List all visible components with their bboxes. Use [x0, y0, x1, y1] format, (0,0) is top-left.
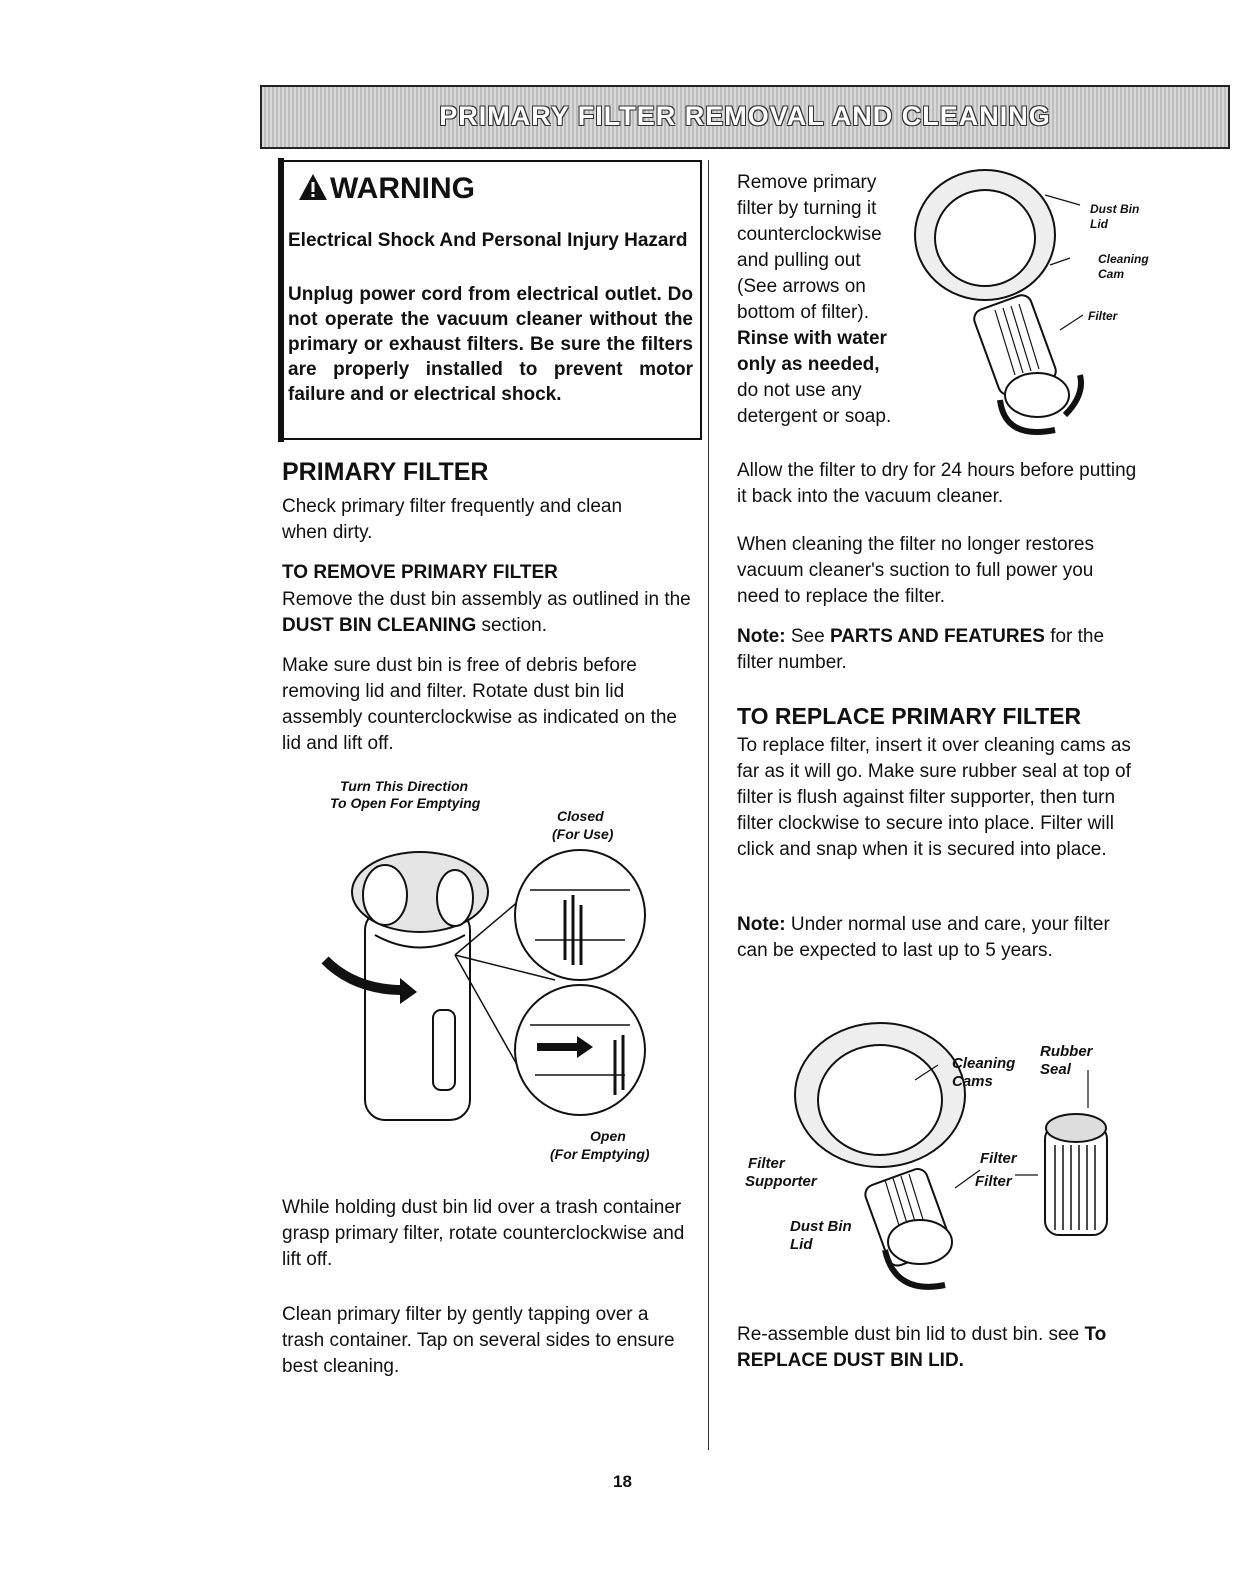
section-banner: PRIMARY FILTER REMOVAL AND CLEANING — [260, 85, 1230, 149]
lifespan-note-paragraph: Note: Under normal use and care, your fi… — [737, 912, 1137, 964]
warning-box: WARNING Electrical Shock And Personal In… — [278, 158, 702, 442]
clean-filter-paragraph: Clean primary filter by gently tapping o… — [282, 1304, 675, 1377]
parts-note-paragraph: Note: See PARTS AND FEATURES for the fil… — [737, 624, 1137, 676]
warning-subtitle: Electrical Shock And Personal Injury Haz… — [288, 230, 688, 251]
hold-lid-paragraph: While holding dust bin lid over a trash … — [282, 1197, 685, 1270]
replace-note-paragraph: When cleaning the filter no longer resto… — [737, 534, 1094, 607]
text-run: do not use any detergent or soap. — [737, 380, 892, 427]
rinse-emphasis: Rinse with water only as needed, — [737, 328, 887, 375]
replace-filter-heading: TO REPLACE PRIMARY FILTER — [737, 703, 1082, 729]
text-run: Re-assemble dust bin lid to dust bin. se… — [737, 1324, 1085, 1345]
section-title: PRIMARY FILTER REMOVAL AND CLEANING — [439, 101, 1051, 131]
dust-bin-lid-label-2: Lid — [790, 1236, 813, 1253]
closed-sub-caption: (For Use) — [552, 826, 614, 842]
dust-bin-label: Dust Bin — [1090, 202, 1140, 216]
primary-filter-heading: PRIMARY FILTER — [282, 458, 489, 486]
dust-bin-lid-label-1: Dust Bin — [790, 1218, 852, 1235]
parts-features-ref: PARTS AND FEATURES — [829, 626, 1045, 647]
dry-filter-paragraph: Allow the filter to dry for 24 hours bef… — [737, 460, 1137, 507]
cam-label: Cam — [1098, 267, 1125, 281]
text-run: Remove the dust bin assembly as outlined… — [282, 589, 691, 610]
remove-filter-heading: TO REMOVE PRIMARY FILTER — [282, 562, 558, 583]
warning-body: Unplug power cord from electrical outlet… — [288, 284, 693, 405]
primary-filter-intro: Check primary filter frequently and clea… — [282, 496, 623, 543]
filter-label-right: Filter — [980, 1150, 1017, 1167]
filter-removal-illustration — [914, 169, 1084, 435]
text-run: for the filter number. — [737, 626, 1105, 673]
filter-supporter-label-2: Supporter — [745, 1173, 817, 1190]
remove-filter-paragraph-2: Make sure dust bin is free of debris bef… — [282, 655, 677, 754]
cleaning-label: Cleaning — [1098, 252, 1149, 266]
closed-caption: Closed — [557, 808, 604, 824]
dust-bin-rotation-illustration — [321, 849, 646, 1121]
dust-bin-cleaning-ref: DUST BIN CLEANING — [282, 615, 477, 636]
rubber-seal-label-2: Seal — [1040, 1061, 1071, 1078]
filter-label-far: Filter — [975, 1173, 1012, 1190]
warning-heading-text: WARNING — [330, 172, 475, 205]
text-run: See — [785, 626, 830, 647]
column-divider — [708, 160, 709, 1450]
cleaning-cams-label-2: Cams — [952, 1073, 993, 1090]
reassemble-paragraph: Re-assemble dust bin lid to dust bin. se… — [737, 1322, 1137, 1374]
filter-label: Filter — [1088, 309, 1118, 323]
warning-heading: WARNING — [298, 172, 475, 206]
note-label: Note: — [737, 626, 786, 647]
note-label: Note: — [737, 914, 786, 935]
filter-replacement-illustration — [794, 1022, 1108, 1290]
text-run: section. — [476, 615, 548, 636]
page-number: 18 — [613, 1472, 632, 1491]
rubber-seal-label-1: Rubber — [1040, 1043, 1093, 1060]
open-caption: Open — [590, 1128, 626, 1144]
lid-label: Lid — [1090, 217, 1108, 231]
turn-direction-caption-1: Turn This Direction — [340, 778, 469, 794]
filter-supporter-label-1: Filter — [748, 1155, 785, 1172]
text-run: Remove primary filter by turning it coun… — [737, 172, 882, 323]
turn-direction-caption-2: To Open For Emptying — [330, 795, 481, 811]
text-run: Under normal use and care, your filter c… — [737, 914, 1110, 961]
cleaning-cams-label-1: Cleaning — [952, 1055, 1016, 1072]
replace-filter-paragraph: To replace filter, insert it over cleani… — [737, 735, 1131, 860]
open-sub-caption: (For Emptying) — [550, 1146, 650, 1162]
warning-triangle-icon — [299, 174, 327, 200]
rinse-filter-paragraph: Remove primary filter by turning it coun… — [737, 170, 892, 430]
replace-dust-bin-lid-ref: To REPLACE DUST BIN LID. — [737, 1324, 1107, 1371]
remove-filter-paragraph-1: Remove the dust bin assembly as outlined… — [282, 587, 692, 639]
